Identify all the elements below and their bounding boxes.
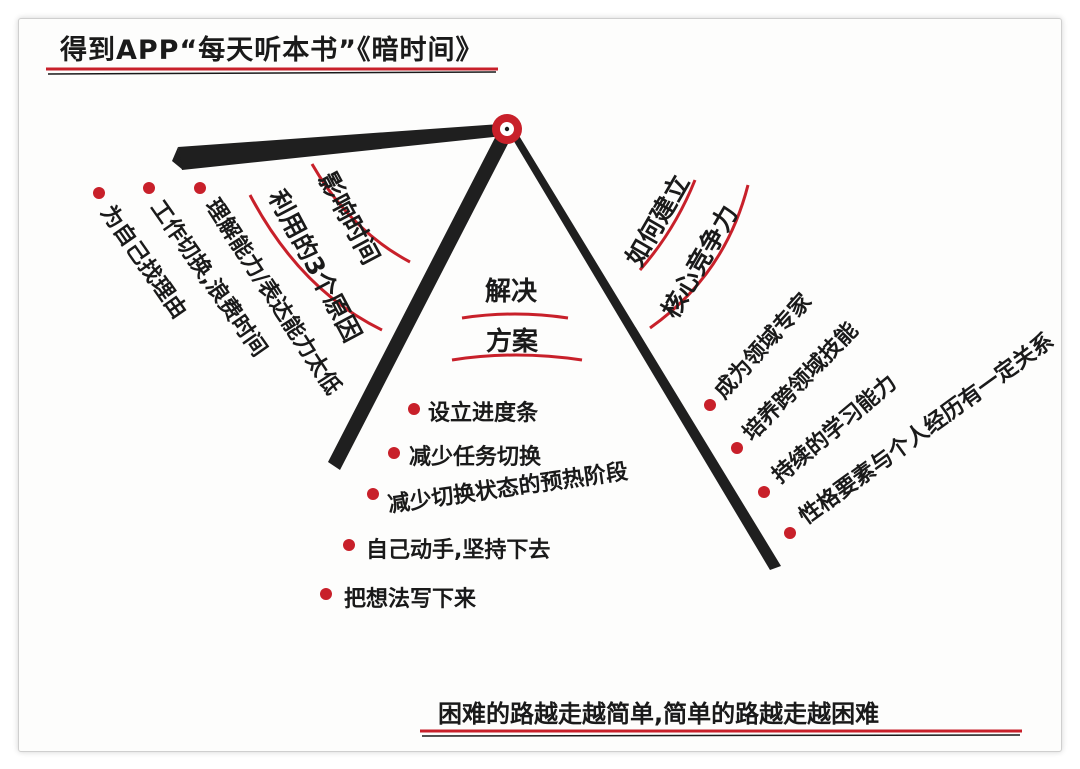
center-item-bullet-2 [388, 447, 400, 459]
center-heading-underline-1 [461, 312, 569, 320]
footer-underline-black [421, 734, 1021, 737]
center-item-bullet-3 [367, 488, 379, 500]
center-item-bullet-5 [320, 588, 332, 600]
title-underline-black [47, 71, 497, 75]
left-heading-arc-1 [310, 163, 411, 264]
right-item-bullet-4 [784, 527, 796, 539]
central-node-dot [504, 126, 510, 132]
right-diagonal-branch [506, 128, 781, 570]
center-item-4: 自己动手,坚持下去 [366, 537, 550, 563]
left-branch-tip [172, 147, 183, 170]
left-item-bullet-3 [93, 187, 105, 199]
right-item-bullet-1 [704, 399, 716, 411]
footer-motto: 困难的路越走越简单,简单的路越走越困难 [438, 700, 879, 728]
center-item-1: 设立进度条 [428, 400, 539, 426]
left-item-bullet-2 [143, 182, 155, 194]
left-heading-arc-2 [248, 194, 383, 332]
right-heading-arc-2 [649, 184, 750, 330]
left-horizontal-branch [178, 124, 503, 170]
center-heading-line2: 方案 [486, 326, 539, 357]
center-item-2: 减少任务切换 [409, 444, 542, 470]
center-item-bullet-1 [408, 403, 420, 415]
page-title: 得到APP“每天听本书”《暗时间》 [59, 34, 483, 66]
right-item-bullet-2 [731, 442, 743, 454]
center-heading-underline-2 [451, 353, 583, 362]
center-item-5: 把想法写下来 [344, 586, 477, 612]
left-item-bullet-1 [194, 182, 206, 194]
right-heading-arc-1 [638, 179, 697, 271]
center-diagonal-branch [328, 128, 512, 470]
right-item-bullet-3 [758, 486, 770, 498]
center-item-bullet-4 [343, 539, 355, 551]
mindmap-card [18, 18, 1062, 752]
center-heading-line1: 解决 [485, 277, 537, 307]
right-heading-line1: 如何建立 [620, 170, 695, 271]
